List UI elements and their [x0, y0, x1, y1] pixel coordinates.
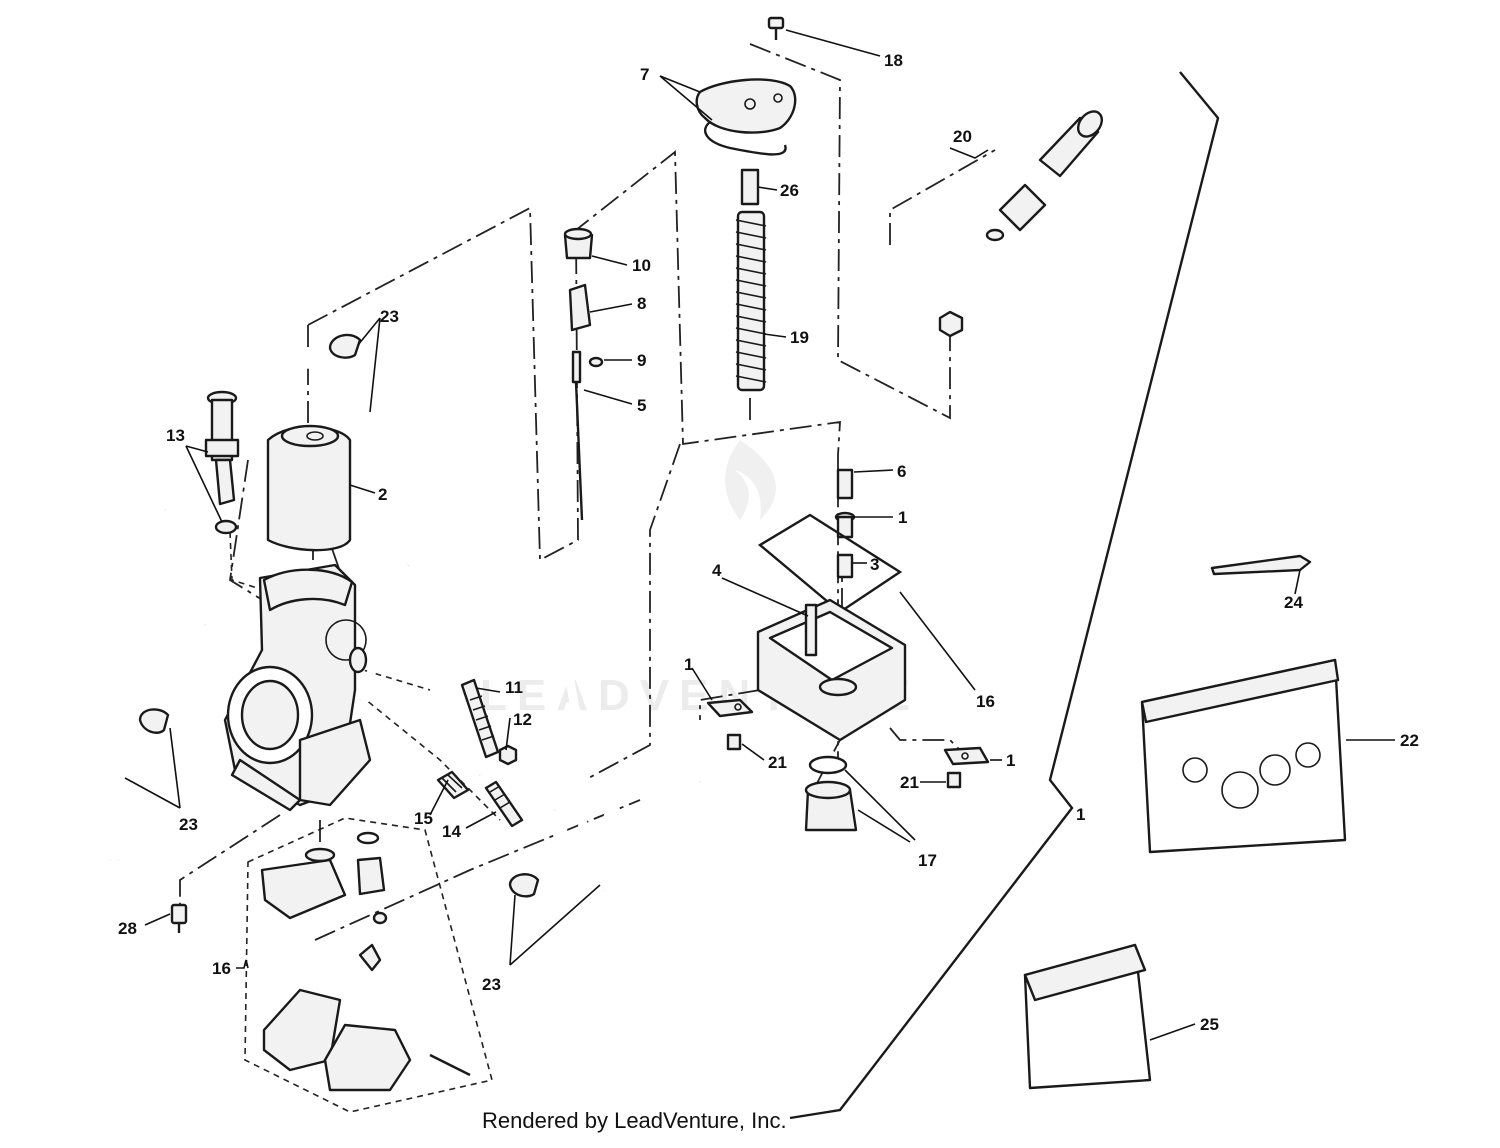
- jet-needle-5: [571, 350, 584, 521]
- callout-18: 18: [884, 51, 903, 70]
- e-clip-9: [588, 356, 604, 368]
- callout-23-top: 23: [380, 307, 399, 326]
- screw-21a: [726, 733, 742, 751]
- callout-25: 25: [1200, 1015, 1219, 1034]
- callout-21-right: 21: [900, 773, 919, 792]
- starter-plunger-13: [204, 390, 240, 535]
- hoses: [94, 340, 702, 1011]
- throttle-slide-2: [266, 424, 352, 552]
- callout-24: 24: [1284, 593, 1303, 612]
- hose-clip-23b: [138, 708, 170, 734]
- needle-holder-10: [563, 227, 594, 260]
- callout-22: 22: [1400, 731, 1419, 750]
- callout-1-right: 1: [1006, 751, 1015, 770]
- screw-28: [170, 903, 188, 933]
- callout-21-left: 21: [768, 753, 787, 772]
- idle-spring-15: [436, 770, 470, 800]
- parts-bag-22: [1140, 658, 1347, 854]
- parts-bag-25: [1023, 943, 1152, 1090]
- hose-clip-23a: [328, 333, 362, 359]
- callout-4: 4: [712, 561, 722, 580]
- throttle-stop-screw-14: [484, 780, 524, 828]
- callout-10: 10: [632, 256, 651, 275]
- callout-1-top: 1: [898, 508, 907, 527]
- tool-24: [1210, 554, 1312, 576]
- callout-19: 19: [790, 328, 809, 347]
- clip-8: [568, 283, 592, 332]
- float-chamber-parts: [260, 831, 471, 1092]
- top-cap-7: [695, 78, 797, 156]
- float-kit-outline: [244, 817, 493, 1113]
- callout-14: 14: [442, 822, 461, 841]
- pin-6: [836, 468, 854, 500]
- screw-3: [836, 553, 854, 579]
- callout-1-kit: 1: [1076, 805, 1085, 824]
- callout-23-bottom: 23: [482, 975, 501, 994]
- callout-16-center: 16: [976, 692, 995, 711]
- callouts: 18 7 26 20 10 8 9 5 19 23 13 2 6 1 3 4 1…: [118, 51, 1419, 1034]
- callout-9: 9: [637, 351, 646, 370]
- callout-17: 17: [918, 851, 937, 870]
- credit-text: Rendered by LeadVenture, Inc.: [482, 1108, 787, 1133]
- hose-clip-23c: [508, 873, 540, 898]
- callout-5: 5: [637, 396, 646, 415]
- cable-adjuster-20: [938, 110, 1104, 338]
- bracket-1c: [943, 746, 990, 766]
- callout-3: 3: [870, 555, 879, 574]
- callout-8: 8: [637, 294, 646, 313]
- callout-12: 12: [513, 710, 532, 729]
- callout-15: 15: [414, 809, 433, 828]
- screw-18: [767, 16, 785, 40]
- callout-2: 2: [378, 485, 387, 504]
- kit-bracket-line: [789, 71, 1220, 1120]
- callout-7: 7: [640, 65, 649, 84]
- callout-11: 11: [505, 678, 523, 697]
- callout-1-left: 1: [684, 655, 693, 674]
- carburetor-body: [223, 563, 372, 812]
- leader-lines: [124, 29, 1395, 1041]
- callout-26: 26: [780, 181, 799, 200]
- watermark-flame-icon: [725, 440, 776, 520]
- callout-16-left: 16: [212, 959, 231, 978]
- drain-plug-17: [804, 755, 858, 832]
- bracket-1b: [706, 698, 754, 718]
- nut-12: [498, 744, 518, 766]
- gasket-16: [757, 513, 903, 614]
- callout-6: 6: [897, 462, 906, 481]
- spring-19: [735, 210, 767, 392]
- air-screw-11: [460, 678, 500, 759]
- callout-13: 13: [166, 426, 185, 445]
- float-bowl-cover: [756, 598, 907, 742]
- callout-23-left: 23: [179, 815, 198, 834]
- screw-21b: [946, 771, 962, 789]
- callout-28: 28: [118, 919, 137, 938]
- callout-20: 20: [953, 127, 972, 146]
- spacer-26: [740, 168, 760, 206]
